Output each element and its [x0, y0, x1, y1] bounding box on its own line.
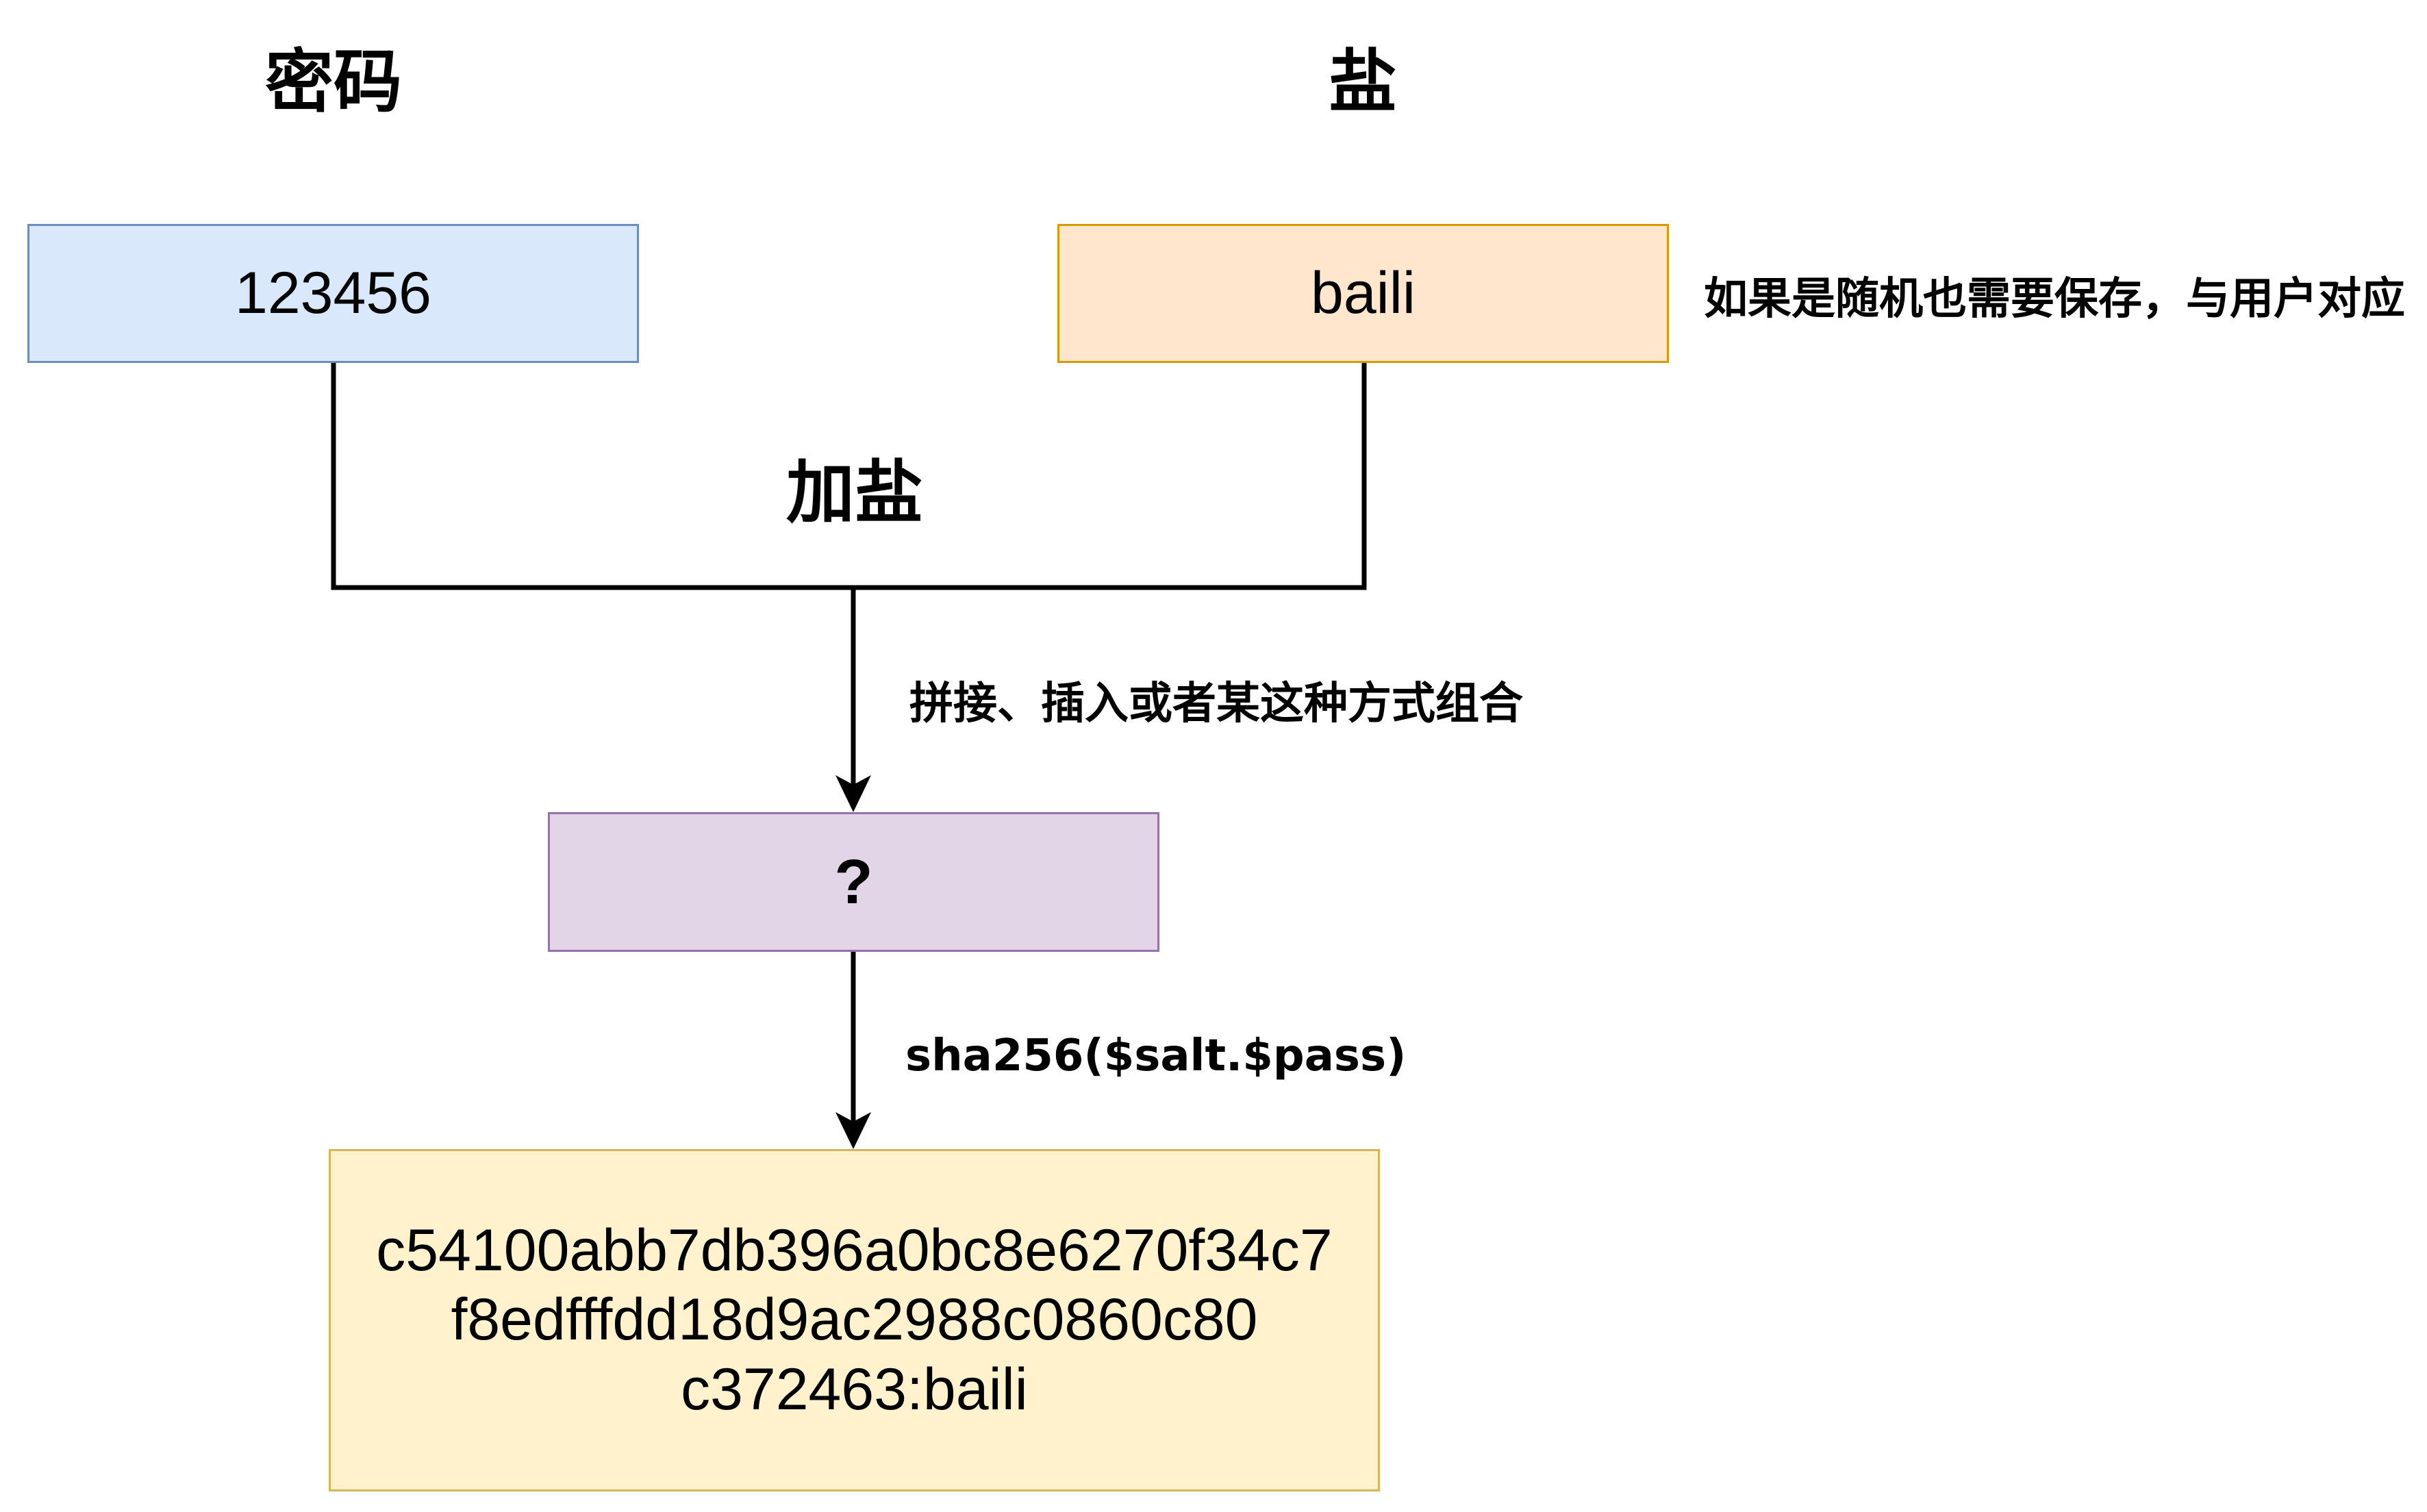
- hash-result-line-2: f8edfffdd18d9ac2988c0860c80: [451, 1287, 1258, 1353]
- salting-label: 加盐: [786, 453, 923, 533]
- combined-box: ?: [548, 812, 1159, 952]
- salt-to-join-line: [852, 363, 1367, 590]
- hash-result-line-3: c372463:baili: [681, 1356, 1028, 1422]
- combined-value: ?: [834, 846, 873, 917]
- combine-method-note: 拼接、插入或者某这种方式组合: [909, 679, 1523, 729]
- password-value: 123456: [235, 260, 431, 326]
- password-to-join-line: [331, 363, 855, 590]
- password-box: 123456: [27, 224, 639, 363]
- hash-result-box: c54100abb7db396a0bc8e6270f34c7 f8edfffdd…: [329, 1149, 1380, 1491]
- salt-storage-note: 如果是随机也需要保存，与用户对应: [1704, 274, 2405, 325]
- hash-function-note: sha256($salt.$pass): [905, 1031, 1407, 1081]
- hash-result-text: c54100abb7db396a0bc8e6270f34c7 f8edfffdd…: [376, 1216, 1332, 1424]
- salt-box: baili: [1057, 224, 1669, 363]
- hash-result-line-1: c54100abb7db396a0bc8e6270f34c7: [376, 1217, 1333, 1283]
- password-heading: 密码: [265, 42, 402, 122]
- salt-heading: 盐: [1329, 42, 1397, 122]
- combined-arrowhead: [835, 775, 871, 812]
- salt-value: baili: [1311, 260, 1416, 326]
- result-arrowhead: [835, 1112, 871, 1149]
